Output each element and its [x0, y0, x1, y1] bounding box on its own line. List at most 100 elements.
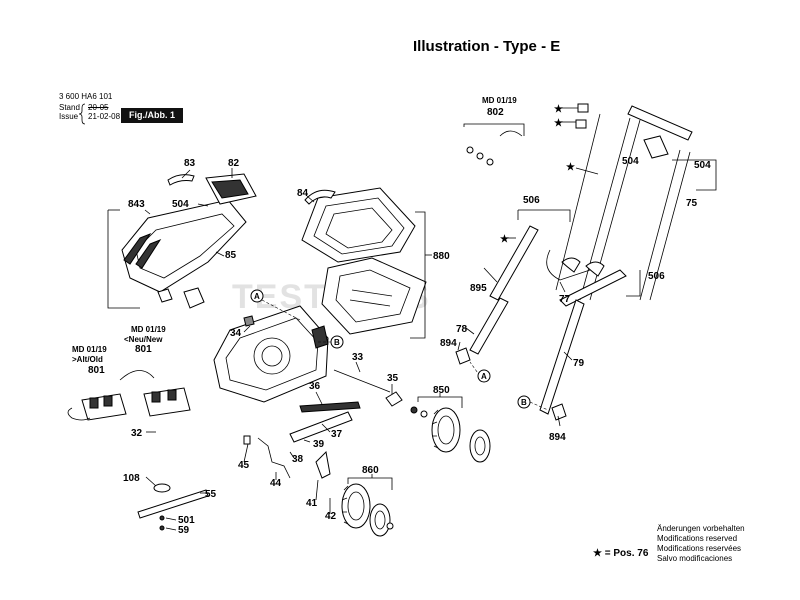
wheel-860	[341, 483, 394, 537]
part-label-33: 33	[352, 352, 364, 363]
page-title: Illustration - Type - E	[413, 38, 561, 55]
neu-new-label: <Neu/New	[124, 335, 163, 344]
part-label-802: 802	[487, 107, 504, 118]
alt-old-label: >Alt/Old	[72, 355, 103, 364]
part-label-85: 85	[225, 250, 237, 261]
part-label-37: 37	[331, 429, 343, 440]
note-en: Modifications reserved	[657, 534, 738, 543]
svg-text:A: A	[254, 292, 260, 301]
part-label-501: 501	[178, 515, 195, 526]
stand-date: 20-05	[88, 103, 109, 112]
grass-box-assembly	[301, 187, 427, 335]
part-label-843: 843	[128, 199, 145, 210]
part-label-75: 75	[686, 198, 698, 209]
part-label-79: 79	[573, 358, 585, 369]
part-label-77: 77	[559, 294, 571, 305]
circle-marker-a-2: A	[477, 369, 491, 383]
wheel-850	[410, 406, 491, 463]
part-label-506-right: 506	[648, 271, 665, 282]
part-843-sub	[183, 287, 205, 309]
part-55-blade	[137, 489, 209, 519]
stand-label: Stand	[59, 103, 80, 112]
part-label-504-cover: 504	[172, 199, 189, 210]
part-label-108: 108	[123, 473, 140, 484]
cover-assembly	[121, 173, 257, 309]
part-label-59: 59	[178, 525, 190, 536]
part-label-850: 850	[433, 385, 450, 396]
fig-label: Fig./Abb. 1	[121, 108, 183, 123]
part-label-894-left: 894	[440, 338, 457, 349]
part-label-44: 44	[270, 478, 282, 489]
part-label-42: 42	[325, 511, 337, 522]
md-label-handle: MD 01/19	[482, 96, 517, 105]
part-label-860: 860	[362, 465, 379, 476]
part-label-880: 880	[433, 251, 450, 262]
doc-number: 3 600 HA6 101	[59, 92, 113, 101]
leader-lines	[145, 107, 599, 531]
part-78	[469, 297, 509, 355]
motor-801-old	[67, 393, 127, 421]
note-es: Salvo modificaciones	[657, 554, 733, 563]
part-label-84: 84	[297, 188, 309, 199]
handle-assembly	[455, 103, 693, 421]
part-33-axle	[333, 369, 391, 393]
part-843-cover	[121, 199, 247, 293]
handle-switch-box	[643, 135, 669, 159]
note-de: Änderungen vorbehalten	[657, 524, 745, 533]
part-label-504-handle-right: 504	[694, 160, 711, 171]
part-label-34: 34	[230, 328, 242, 339]
part-label-894-right: 894	[549, 432, 566, 443]
star-marker: ★	[500, 234, 509, 245]
svg-text:A: A	[481, 372, 487, 381]
part-label-801-new: 801	[135, 344, 152, 355]
part-802-cable	[499, 130, 523, 137]
circle-marker-b-1: B	[330, 335, 344, 349]
md-label-old: MD 01/19	[72, 345, 107, 354]
issue-label: Issue	[59, 112, 79, 121]
star-legend: ★ = Pos. 76	[593, 548, 649, 559]
part-35	[385, 391, 403, 407]
part-label-82: 82	[228, 158, 240, 169]
part-label-83: 83	[184, 158, 196, 169]
note-fr: Modifications reservées	[657, 544, 742, 553]
star-marker: ★	[566, 162, 575, 173]
part-label-895: 895	[470, 283, 487, 294]
star-marker: ★	[554, 118, 563, 129]
date-brace	[78, 103, 86, 125]
star-marker: ★	[554, 104, 563, 115]
part-44-rod	[257, 437, 291, 479]
handle-top-bar	[627, 105, 693, 141]
part-label-78: 78	[456, 324, 468, 335]
svg-text:B: B	[521, 398, 527, 407]
part-label-36: 36	[309, 381, 321, 392]
grass-box-basket	[321, 257, 427, 335]
part-label-35: 35	[387, 373, 399, 384]
circle-marker-a-1: A	[250, 289, 264, 303]
part-label-506-top: 506	[523, 195, 540, 206]
motor-801-new	[119, 370, 191, 417]
part-label-45: 45	[238, 460, 250, 471]
part-label-801-old: 801	[88, 365, 105, 376]
issue-date: 21-02-08	[88, 112, 121, 121]
part-41	[315, 450, 331, 479]
part-36	[299, 401, 361, 413]
part-108	[153, 483, 171, 493]
deck-housing	[213, 305, 329, 403]
part-34	[243, 315, 255, 327]
part-79	[539, 299, 585, 415]
part-83	[167, 174, 195, 186]
modification-notes: Änderungen vorbehalten Modifications res…	[657, 524, 745, 564]
part-label-504-handle-left: 504	[622, 156, 639, 167]
part-label-38: 38	[292, 454, 304, 465]
deck	[213, 305, 329, 403]
part-label-41: 41	[306, 498, 318, 509]
part-77-crossbar	[546, 249, 591, 281]
part-label-39: 39	[313, 439, 325, 450]
svg-text:B: B	[334, 338, 340, 347]
bowden-cable	[555, 113, 601, 291]
grass-box-lid	[301, 187, 416, 263]
part-37	[289, 411, 353, 443]
circle-marker-b-2: B	[517, 395, 531, 409]
part-878-lower-left	[489, 225, 539, 301]
